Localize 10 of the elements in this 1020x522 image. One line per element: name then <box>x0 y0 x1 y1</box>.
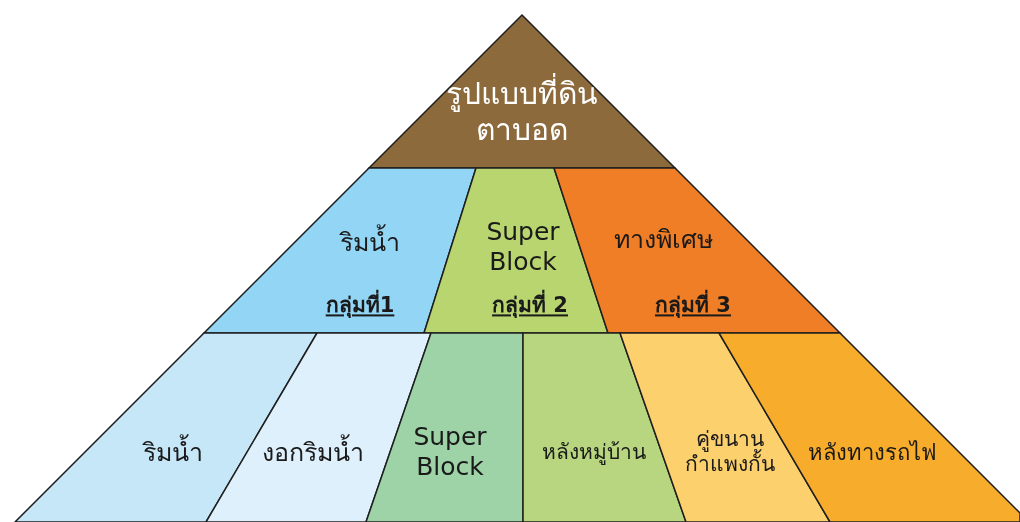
segment-label: หลังหมู่บ้าน <box>541 440 647 466</box>
segment-label: หลังทางรถไฟ <box>806 439 938 467</box>
segment-label: คู่ขนานกำแพงกั้น <box>684 426 776 478</box>
pyramid-segment <box>204 168 476 333</box>
pyramid-segment <box>369 15 675 168</box>
segment-label: ทางพิเศษ <box>612 225 714 255</box>
segment-label: Super Block <box>412 422 488 482</box>
pyramid-segment <box>523 333 686 522</box>
pyramid-segment <box>366 333 523 522</box>
segment-label: Super Block <box>485 217 561 277</box>
